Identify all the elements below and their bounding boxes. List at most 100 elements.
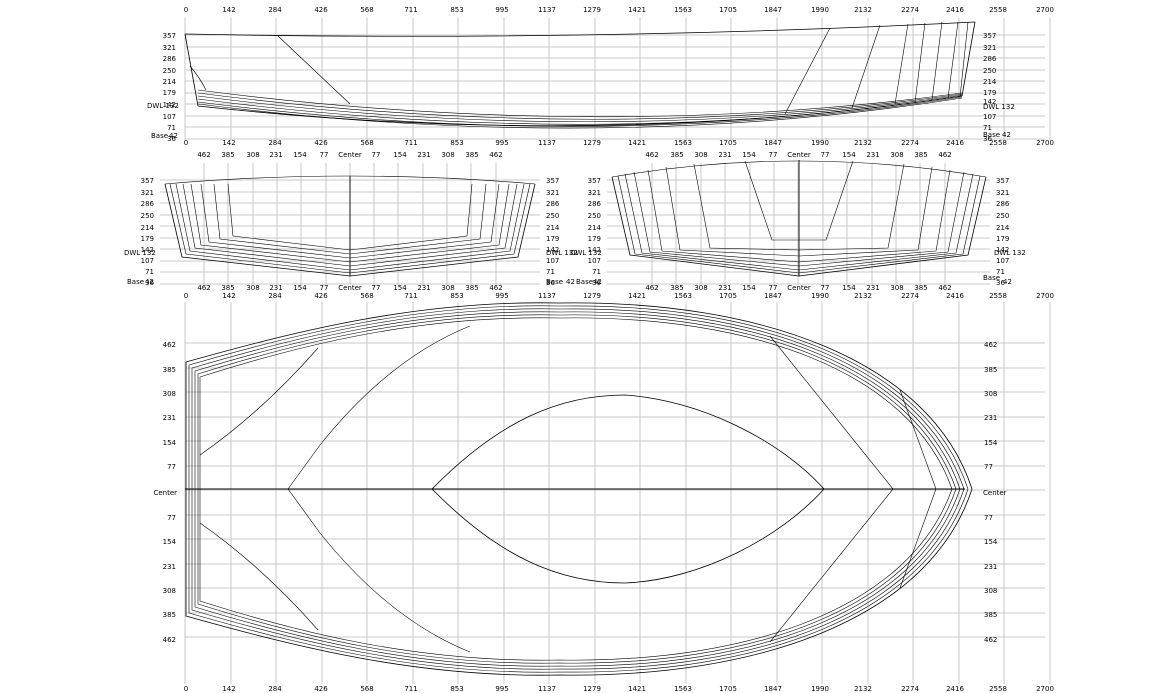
profile-bottom-tick-label: 2558 bbox=[989, 139, 1007, 147]
body-plan-aft-section-5 bbox=[190, 183, 510, 263]
plan-bottom-tick-label: 568 bbox=[360, 685, 373, 693]
profile-right-tick-label: 286 bbox=[983, 55, 997, 63]
body-plan-fore-bottom-tick: 385 bbox=[670, 284, 683, 292]
plan-bottom-tick-label: 1279 bbox=[583, 685, 601, 693]
body-plan-aft-right-tick: 179 bbox=[546, 235, 559, 243]
plan-waterline-3 bbox=[199, 347, 319, 631]
body-plan-fore: 462 385 308 231 154 77 Center 77 154 231… bbox=[570, 151, 1026, 292]
plan-top-tick-label: 1990 bbox=[811, 292, 829, 300]
profile-chine-line-5 bbox=[197, 96, 963, 127]
plan-outline-4 bbox=[194, 311, 961, 667]
plan-axis-labels: 0 142 284 426 568 711 853 995 1137 1279 … bbox=[153, 292, 1053, 693]
body-plan-aft-bottom-tick: 154 bbox=[293, 284, 307, 292]
body-plan-fore-deck-line bbox=[611, 160, 987, 178]
profile-left-tick-label: 179 bbox=[163, 89, 176, 97]
body-plan-fore-right-tick: 286 bbox=[996, 200, 1010, 208]
plan-left-tick-label: 154 bbox=[163, 538, 177, 546]
body-plan-aft-left-tick: 250 bbox=[141, 212, 154, 220]
body-plan-fore-section-4 bbox=[633, 171, 965, 267]
profile-left-dwl-label: DWL 132 bbox=[147, 102, 179, 110]
plan-bottom-tick-label: 1563 bbox=[674, 685, 692, 693]
profile-right-tick-label: 250 bbox=[983, 67, 996, 75]
body-plan-aft-section-outer bbox=[164, 183, 536, 277]
body-plan-aft-top-tick: 231 bbox=[417, 151, 430, 159]
profile-right-tick-label: 321 bbox=[983, 44, 996, 52]
profile-right-tick-label: 142 bbox=[983, 98, 996, 106]
profile-bottom-tick-label: 1990 bbox=[811, 139, 829, 147]
profile-top-tick-label: 711 bbox=[404, 6, 417, 14]
body-plan-aft-deck-line bbox=[164, 175, 536, 185]
plan-left-tick-label: 231 bbox=[163, 563, 176, 571]
body-plan-fore-top-tick: 77 bbox=[769, 151, 778, 159]
body-plan-aft-left-tick: 179 bbox=[141, 235, 154, 243]
body-plan-aft-left-tick: 71 bbox=[145, 268, 154, 276]
body-plan-fore-top-tick: 154 bbox=[842, 151, 856, 159]
body-plan-fore-top-tick: 385 bbox=[670, 151, 683, 159]
body-plan-fore-section-outer bbox=[611, 176, 987, 277]
plan-left-tick-label: 77 bbox=[167, 514, 176, 522]
profile-top-tick-label: 1563 bbox=[674, 6, 692, 14]
body-plan-fore-left-dwl: DWL 132 bbox=[570, 249, 602, 257]
body-plan-fore-left-tick: 321 bbox=[588, 189, 601, 197]
body-plan-aft-top-tick: 154 bbox=[293, 151, 307, 159]
plan-right-tick-label: 77 bbox=[984, 514, 993, 522]
profile-right-tick-label: 107 bbox=[983, 113, 996, 121]
body-plan-fore-top-tick: 231 bbox=[866, 151, 879, 159]
plan-bottom-tick-label: 2416 bbox=[946, 685, 964, 693]
plan-grid bbox=[184, 302, 1051, 684]
body-plan-aft-bottom-tick: 77 bbox=[372, 284, 381, 292]
profile-top-tick-label: 995 bbox=[495, 6, 508, 14]
plan-bottom-tick-label: 1847 bbox=[764, 685, 782, 693]
body-plan-aft-right-base-number: 42 bbox=[566, 278, 575, 286]
plan-right-tick-label: 385 bbox=[984, 611, 997, 619]
body-plan-aft-top-tick: 77 bbox=[320, 151, 329, 159]
body-plan-aft-left-tick: 142 bbox=[141, 246, 154, 254]
profile-buttock-line-1 bbox=[277, 35, 351, 105]
plan-right-tick-label: 77 bbox=[984, 463, 993, 471]
body-plan-fore-bottom-tick: 462 bbox=[645, 284, 658, 292]
body-plan-aft-bottom-tick: 308 bbox=[246, 284, 259, 292]
body-plan-aft-left-tick: 36 bbox=[145, 279, 154, 287]
plan-left-tick-label: 308 bbox=[163, 390, 176, 398]
plan-bottom-tick-label: 2700 bbox=[1036, 685, 1054, 693]
body-plan-fore-right-tick: 107 bbox=[996, 257, 1009, 265]
body-plan-fore-left-tick: 36 bbox=[592, 279, 601, 287]
body-plan-fore-section-2 bbox=[617, 175, 981, 274]
body-plan-aft-left-tick: 214 bbox=[141, 224, 155, 232]
profile-bottom-tick-label: 1563 bbox=[674, 139, 692, 147]
body-plan-aft-right-tick: 357 bbox=[546, 177, 559, 185]
plan-top-tick-label: 995 bbox=[495, 292, 508, 300]
body-plan-fore-right-tick: 179 bbox=[996, 235, 1009, 243]
body-plan-aft-top-tick: Center bbox=[338, 151, 362, 159]
body-plan-aft-top-tick: 308 bbox=[246, 151, 259, 159]
body-plan-aft-top-tick: 308 bbox=[441, 151, 454, 159]
plan-bottom-tick-label: 1705 bbox=[719, 685, 737, 693]
plan-right-tick-label: 231 bbox=[984, 563, 997, 571]
plan-right-tick-label: 231 bbox=[984, 414, 997, 422]
profile-left-tick-label: 321 bbox=[163, 44, 176, 52]
plan-left-tick-label: 308 bbox=[163, 587, 176, 595]
body-plan-fore-section-7 bbox=[693, 163, 905, 251]
plan-right-tick-label: 462 bbox=[984, 341, 997, 349]
profile-left-tick-label: 357 bbox=[163, 32, 176, 40]
body-plan-fore-right-tick: 250 bbox=[996, 212, 1009, 220]
plan-top-tick-label: 284 bbox=[268, 292, 282, 300]
plan-left-tick-label: 462 bbox=[163, 341, 176, 349]
body-plan-aft-top-tick: 385 bbox=[221, 151, 234, 159]
profile-top-tick-label: 1847 bbox=[764, 6, 782, 14]
plan-left-tick-label: 462 bbox=[163, 636, 176, 644]
plan-bottom-tick-label: 853 bbox=[450, 685, 463, 693]
body-plan-aft-labels: 462 385 308 231 154 77 Center 77 154 231… bbox=[124, 151, 578, 292]
profile-top-tick-label: 1421 bbox=[628, 6, 646, 14]
profile-left-base-label: Base bbox=[151, 132, 168, 140]
profile-left-tick-label: 36 bbox=[167, 135, 176, 143]
body-plan-aft-right-tick: 214 bbox=[546, 224, 560, 232]
plan-top-tick-label: 426 bbox=[314, 292, 328, 300]
plan-hull bbox=[185, 302, 973, 676]
plan-left-tick-label: Center bbox=[153, 489, 177, 497]
plan-bottom-tick-label: 2132 bbox=[854, 685, 872, 693]
body-plan-fore-section-3 bbox=[624, 173, 974, 271]
profile-hull bbox=[184, 21, 976, 129]
profile-left-tick-label: 71 bbox=[167, 124, 176, 132]
